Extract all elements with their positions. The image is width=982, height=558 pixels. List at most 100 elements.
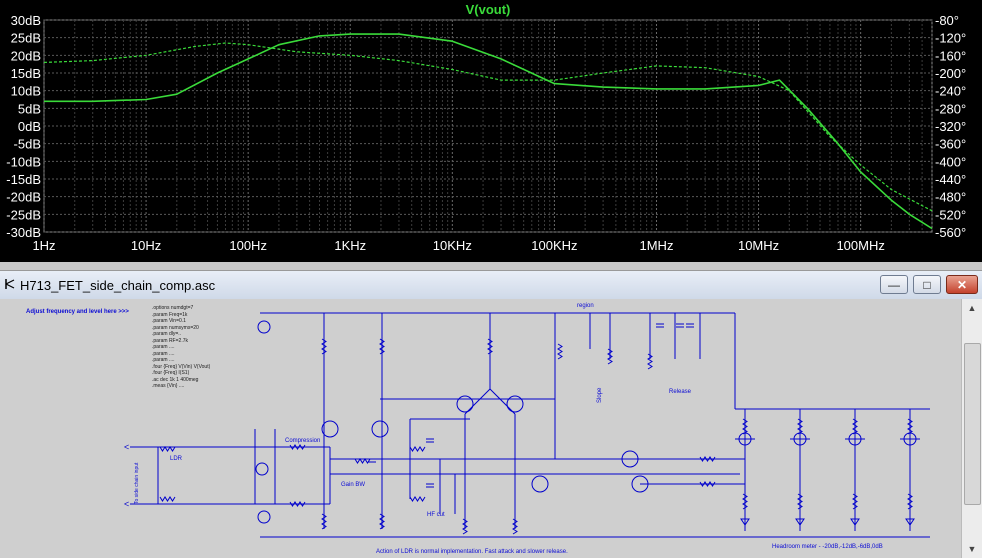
spice-directives[interactable]: .options numdgt=7.param Freq=1k.param Vi…	[152, 305, 210, 390]
phase-trace	[43, 42, 933, 212]
label-side-chain-input: To side chain input	[134, 462, 140, 504]
resistor-symbol	[512, 518, 518, 535]
x-tick-label: 1MHz	[640, 238, 674, 253]
schematic-window: H713_FET_side_chain_comp.asc — □ ✕ << Ad…	[0, 270, 982, 558]
magnitude-trace	[44, 33, 933, 230]
resistor-symbol	[742, 493, 748, 510]
y-tick-label-right: -480°	[935, 190, 966, 205]
spice-directive-line: .param ....	[152, 344, 175, 350]
transistor-symbol	[631, 475, 649, 493]
x-tick-label: 100MHz	[836, 238, 884, 253]
spice-directive-line: .meas {Vin} ....	[152, 383, 185, 389]
y-tick-label-left: -20dB	[6, 190, 41, 205]
resistor-symbol	[699, 456, 716, 462]
minimize-button[interactable]: —	[880, 275, 908, 294]
y-tick-label-right: -440°	[935, 172, 966, 187]
resistor-symbol	[647, 353, 653, 370]
y-tick-label-left: 0dB	[18, 119, 41, 134]
x-tick-label: 10MHz	[738, 238, 779, 253]
plot-traces	[43, 33, 933, 230]
label-release: Release	[669, 389, 692, 395]
y-tick-label-right: -280°	[935, 101, 966, 116]
plot-title[interactable]: V(vout)	[466, 2, 511, 17]
resistor-symbol	[409, 496, 426, 502]
led-symbol	[905, 518, 915, 526]
y-tick-label-left: 5dB	[18, 101, 41, 116]
spice-directive-line: .param Freq=1k	[152, 311, 188, 318]
close-button[interactable]: ✕	[946, 275, 978, 294]
resistor-symbol	[379, 513, 385, 530]
source-symbol	[257, 510, 271, 524]
y-tick-label-left: -15dB	[6, 172, 41, 187]
resistor-symbol	[321, 338, 327, 355]
source-symbol	[255, 462, 269, 476]
x-tick-label: 100Hz	[229, 238, 267, 253]
label-compression: Compression	[285, 438, 321, 444]
label-ldr: LDR	[170, 456, 183, 462]
resistor-symbol	[487, 338, 493, 355]
transistor-symbol	[506, 395, 524, 413]
adjust-note: Adjust frequency and level here >>>	[26, 309, 129, 315]
x-tick-label: 10Hz	[131, 238, 161, 253]
resistor-symbol	[289, 501, 306, 507]
y-tick-label-left: -5dB	[14, 137, 41, 152]
y-axis-left-ticks: 30dB25dB20dB15dB10dB5dB0dB-5dB-10dB-15dB…	[6, 13, 41, 240]
spice-directive-line: .param Vin=0.1	[152, 318, 186, 324]
input-arrow-icon: <	[124, 499, 129, 509]
y-tick-label-right: -320°	[935, 119, 966, 134]
spice-directive-line: .param numsyms=20	[152, 324, 199, 331]
bode-plot[interactable]: V(vout) 30dB25dB20dB15dB10dB5dB0dB-5dB-1…	[0, 0, 982, 262]
y-tick-label-right: -400°	[935, 154, 966, 169]
resistor-symbol	[907, 418, 913, 435]
spice-directive-line: .ac dec 1k 1 400meg	[152, 376, 199, 383]
vertical-scrollbar[interactable]: ▲ ▼	[961, 299, 982, 558]
y-tick-label-right: -520°	[935, 207, 966, 222]
maximize-button[interactable]: □	[913, 275, 941, 294]
schematic-canvas[interactable]: << Adjust frequency and level here >>> .…	[0, 299, 962, 558]
resistor-symbol	[907, 493, 913, 510]
spice-directive-line: .param ....	[152, 350, 175, 357]
schematic-drawing[interactable]: <<	[0, 299, 962, 558]
y-tick-label-left: 15dB	[11, 66, 41, 81]
source-symbol	[257, 320, 271, 334]
resistor-symbol	[289, 444, 306, 450]
plot-grid	[43, 19, 933, 233]
scroll-up-arrow-icon[interactable]: ▲	[967, 303, 977, 313]
y-tick-label-left: 20dB	[11, 48, 41, 63]
x-tick-label: 1Hz	[32, 238, 55, 253]
label-gain-bw: Gain BW	[341, 482, 366, 488]
resistor-symbol	[462, 518, 468, 535]
y-tick-label-left: -25dB	[6, 207, 41, 222]
y-tick-label-right: -360°	[935, 137, 966, 152]
pane-divider[interactable]	[0, 262, 982, 270]
x-tick-label: 1KHz	[334, 238, 366, 253]
wire	[464, 388, 491, 415]
resistor-symbol	[321, 513, 327, 530]
wire	[489, 388, 516, 415]
y-tick-label-left: -10dB	[6, 154, 41, 169]
window-titlebar[interactable]: H713_FET_side_chain_comp.asc — □ ✕	[0, 271, 982, 300]
transistor-symbol	[456, 395, 474, 413]
y-tick-label-right: -200°	[935, 66, 966, 81]
spice-directive-line: .param RF=2.7k	[152, 337, 188, 344]
y-tick-label-left: 25dB	[11, 31, 41, 46]
spice-directive-line: .four {Freq} I(S1)	[152, 370, 190, 376]
resistor-symbol	[159, 496, 176, 502]
scrollbar-thumb[interactable]	[964, 343, 981, 505]
window-title: H713_FET_side_chain_comp.asc	[20, 278, 216, 293]
resistor-symbol	[379, 338, 385, 355]
spice-directive-line: .four {Freq} V(Vin) V(Vout)	[152, 363, 211, 370]
transistor-symbol	[531, 475, 549, 493]
y-axis-right-ticks: -80°-120°-160°-200°-240°-280°-320°-360°-…	[935, 13, 966, 240]
y-tick-label-right: -240°	[935, 84, 966, 99]
resistor-symbol	[742, 418, 748, 435]
led-symbol	[850, 518, 860, 526]
x-tick-label: 100KHz	[531, 238, 577, 253]
scroll-down-arrow-icon[interactable]: ▼	[967, 544, 977, 554]
transistor-symbol	[321, 420, 339, 438]
transistor-symbol	[371, 420, 389, 438]
resistor-symbol	[557, 343, 563, 360]
label-footer-note: Action of LDR is normal implementation. …	[376, 549, 568, 555]
